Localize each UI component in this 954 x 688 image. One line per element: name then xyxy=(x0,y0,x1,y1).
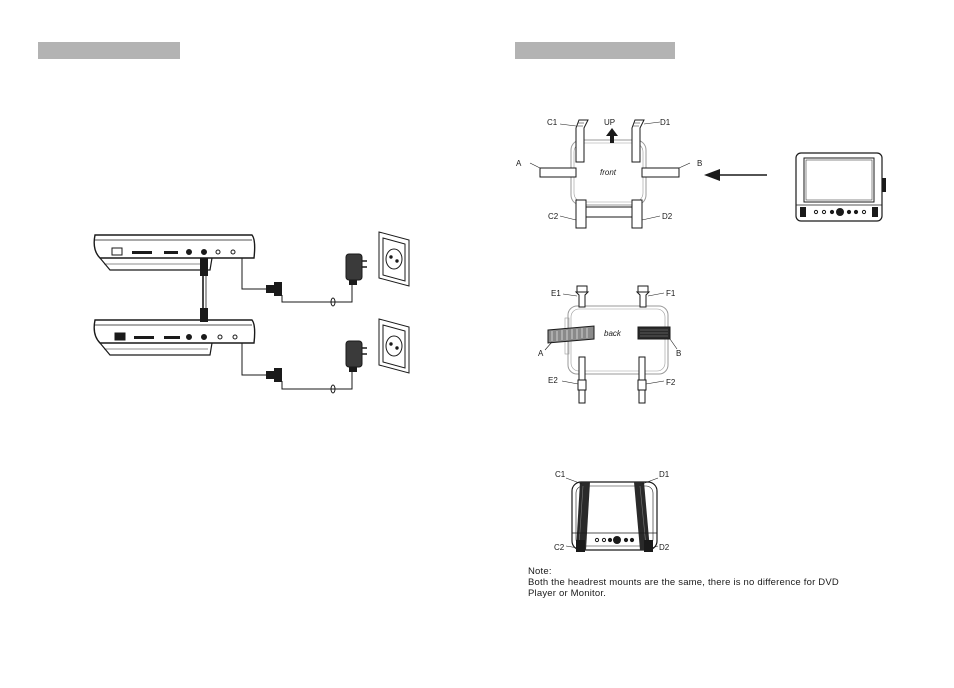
monitor-illustration xyxy=(795,152,886,222)
label-c2-mounted: C2 xyxy=(554,543,565,552)
label-b-front: B xyxy=(697,159,702,168)
dvd-player-top-illustration xyxy=(93,234,256,276)
label-c2-front: C2 xyxy=(548,212,559,221)
label-up: UP xyxy=(604,118,615,127)
power-cable-top xyxy=(241,258,353,307)
note-line-1: Both the headrest mounts are the same, t… xyxy=(528,577,839,588)
section-header-bar-left xyxy=(38,42,180,59)
wall-outlet-bottom xyxy=(378,318,410,374)
label-e1: E1 xyxy=(551,289,561,298)
power-adapter-bottom xyxy=(345,340,367,372)
label-c1-mounted: C1 xyxy=(555,470,566,479)
note-line-2: Player or Monitor. xyxy=(528,588,607,599)
label-a-front: A xyxy=(516,159,522,168)
label-b-back: B xyxy=(676,349,681,358)
note-block: Note: Both the headrest mounts are the s… xyxy=(528,566,858,599)
label-c1-front: C1 xyxy=(547,118,558,127)
power-cable-bottom xyxy=(241,343,353,394)
label-d2-mounted: D2 xyxy=(659,543,670,552)
insert-arrow-icon xyxy=(704,169,767,181)
label-a-back: A xyxy=(538,349,544,358)
label-e2: E2 xyxy=(548,376,558,385)
dvd-player-bottom-illustration xyxy=(93,308,256,356)
label-f2: F2 xyxy=(666,378,676,387)
av-link-cable xyxy=(202,276,207,308)
headrest-mount-front-illustration xyxy=(529,119,691,229)
label-d2-front: D2 xyxy=(662,212,673,221)
power-adapter-top xyxy=(345,253,367,285)
section-header-bar-right xyxy=(515,42,675,59)
note-title: Note: xyxy=(528,566,552,577)
label-front: front xyxy=(600,168,617,177)
up-arrow-icon xyxy=(606,128,618,143)
headrest-mount-back-illustration xyxy=(544,285,678,404)
label-d1-mounted: D1 xyxy=(659,470,670,479)
mounted-player-illustration xyxy=(565,477,659,552)
wall-outlet-top xyxy=(378,231,410,287)
label-f1: F1 xyxy=(666,289,676,298)
label-back: back xyxy=(604,329,622,338)
label-d1-front: D1 xyxy=(660,118,671,127)
